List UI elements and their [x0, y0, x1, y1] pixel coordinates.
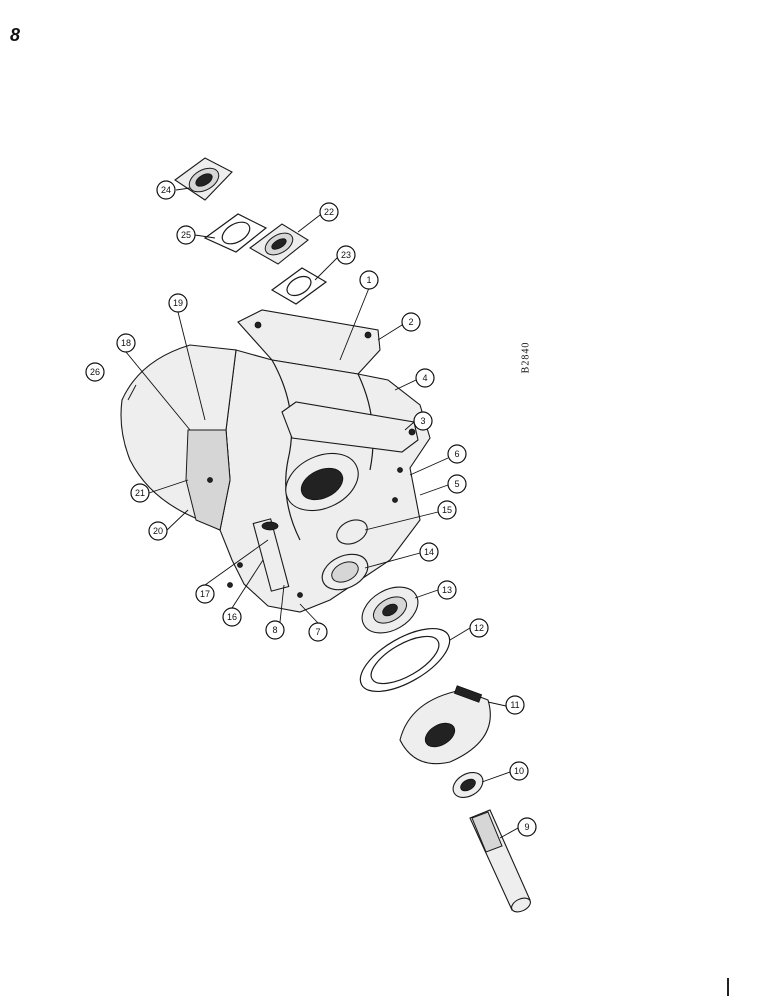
callout-label: 12: [474, 623, 484, 633]
callout-20: 20: [148, 521, 168, 541]
retainer-11: [399, 685, 491, 765]
callout-label: 4: [422, 373, 427, 383]
callout-3: 3: [413, 411, 433, 431]
gasket-12: [359, 627, 451, 693]
callout-18: 18: [116, 333, 136, 353]
callout-26: 26: [85, 362, 105, 382]
edge-mark: [727, 978, 729, 996]
gasket-23: [270, 267, 328, 305]
callout-label: 9: [524, 822, 529, 832]
callout-label: 6: [454, 449, 459, 459]
callout-1: 1: [359, 270, 379, 290]
callout-label: 17: [200, 589, 210, 599]
cover-plate-24: [174, 157, 233, 201]
callout-8: 8: [265, 620, 285, 640]
callout-label: 18: [121, 338, 131, 348]
callout-label: 24: [161, 185, 171, 195]
callout-label: 23: [341, 250, 351, 260]
page-number: 8: [10, 25, 21, 45]
callout-15: 15: [437, 500, 457, 520]
callout-label: 7: [315, 627, 320, 637]
leader-lines: [125, 187, 519, 839]
callout-14: 14: [419, 542, 439, 562]
bearing-13: [361, 586, 419, 634]
callout-23: 23: [336, 245, 356, 265]
callout-label: 20: [153, 526, 163, 536]
callout-24: 24: [156, 180, 176, 200]
callout-label: 5: [454, 479, 459, 489]
callout-6: 6: [447, 444, 467, 464]
callout-22: 22: [319, 202, 339, 222]
callout-2: 2: [401, 312, 421, 332]
callout-label: 8: [272, 625, 277, 635]
callout-label: 16: [227, 612, 237, 622]
callout-9: 9: [517, 817, 537, 837]
callout-label: 11: [510, 700, 519, 710]
cover-plate-22: [249, 223, 309, 265]
callout-label: 1: [366, 275, 371, 285]
callout-19: 19: [168, 293, 188, 313]
callout-25: 25: [176, 225, 196, 245]
callout-label: 25: [181, 230, 191, 240]
seal-10: [452, 772, 484, 798]
callout-11: 11: [505, 695, 525, 715]
callout-label: 2: [408, 317, 413, 327]
callout-5: 5: [447, 474, 467, 494]
callout-label: 3: [420, 416, 425, 426]
callout-label: 19: [173, 298, 183, 308]
shaft-9: [469, 809, 531, 913]
callout-label: 13: [442, 585, 452, 595]
callout-label: 15: [442, 505, 452, 515]
callout-17: 17: [195, 584, 215, 604]
gasket-25: [203, 213, 268, 253]
callout-16: 16: [222, 607, 242, 627]
callout-13: 13: [437, 580, 457, 600]
callout-label: 21: [135, 488, 145, 498]
callout-label: 26: [90, 367, 100, 377]
callout-label: 22: [324, 207, 334, 217]
transmission-housing: [120, 309, 431, 613]
callout-10: 10: [509, 761, 529, 781]
callout-label: 14: [424, 547, 434, 557]
callout-label: 10: [514, 766, 524, 776]
callout-21: 21: [130, 483, 150, 503]
callout-4: 4: [415, 368, 435, 388]
callout-12: 12: [469, 618, 489, 638]
callout-7: 7: [308, 622, 328, 642]
